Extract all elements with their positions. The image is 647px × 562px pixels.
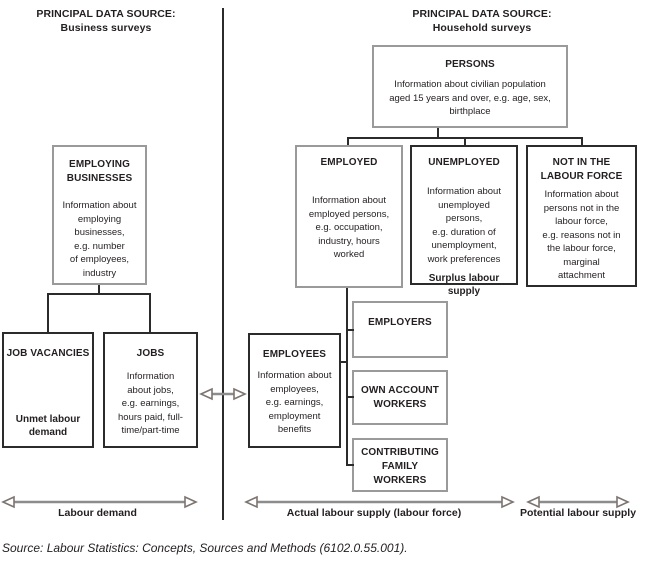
box-unemployed: UNEMPLOYED Information about unemployed … <box>410 145 518 297</box>
label-actual-labour-supply: Actual labour supply (labour force) <box>286 507 462 519</box>
box-employed: EMPLOYED Information about employed pers… <box>295 145 403 288</box>
box-employees: EMPLOYEES Information about employees, e… <box>248 333 341 448</box>
column-divider-line <box>222 8 224 520</box>
box-body: Information about employing businesses, … <box>62 200 137 279</box>
box-body: Information about employees, e.g. earnin… <box>257 370 332 435</box>
box-title: PERSONS <box>445 59 495 70</box>
box-persons: PERSONS Information about civilian popul… <box>372 45 568 128</box>
box-body: Information about civilian population ag… <box>389 79 551 117</box>
box-title: EMPLOYED <box>320 157 378 168</box>
labour-demand-arrow <box>1 495 198 509</box>
connector-line <box>346 329 354 331</box>
box-title: UNEMPLOYED <box>428 157 500 168</box>
box-job-vacancies: JOB VACANCIES Unmet labour demand <box>2 332 94 448</box>
connector-line <box>47 293 49 332</box>
box-title: JOB VACANCIES <box>6 348 90 359</box>
header-line: PRINCIPAL DATA SOURCE: <box>412 8 552 20</box>
box-jobs: JOBS Information about jobs, e.g. earnin… <box>103 332 198 448</box>
label-labour-demand: Labour demand <box>58 507 137 519</box>
connector-line <box>346 464 354 466</box>
box-title: JOBS <box>136 348 165 359</box>
box-body: Information about employed persons, e.g.… <box>308 195 390 260</box>
connector-line <box>464 137 466 145</box>
box-employing-businesses: EMPLOYING BUSINESSES Information about e… <box>52 145 147 285</box>
box-footer: Surplus labour supply <box>428 273 500 297</box>
box-title: OWN ACCOUNT WORKERS <box>361 385 439 410</box>
box-title: EMPLOYING BUSINESSES <box>66 159 133 184</box>
box-contributing-family-workers: CONTRIBUTING FAMILY WORKERS <box>352 438 448 492</box>
box-body: Information about persons not in the lab… <box>542 189 621 281</box>
connector-line <box>47 293 151 295</box>
box-footer: Unmet labour demand <box>15 414 81 438</box>
potential-labour-supply-arrow <box>526 495 630 509</box>
box-own-account-workers: OWN ACCOUNT WORKERS <box>352 370 448 425</box>
label-potential-labour-supply: Potential labour supply <box>519 507 637 519</box>
connector-line <box>149 293 151 332</box>
connector-line <box>339 361 348 363</box>
actual-labour-supply-arrow <box>244 495 515 509</box>
box-title: EMPLOYEES <box>262 349 327 360</box>
connector-line <box>98 285 100 294</box>
connector-line <box>346 288 348 466</box>
box-employers: EMPLOYERS <box>352 301 448 358</box>
header-line: Business surveys <box>60 22 152 34</box>
box-body: Information about unemployed persons, e.… <box>427 186 501 265</box>
connector-line <box>437 128 439 138</box>
connector-line <box>347 137 349 145</box>
header-household-surveys: PRINCIPAL DATA SOURCE: Household surveys <box>400 7 564 35</box>
box-body: Information about jobs, e.g. earnings, h… <box>118 371 183 436</box>
box-title: NOT IN THE LABOUR FORCE <box>540 157 623 182</box>
box-title: CONTRIBUTING FAMILY WORKERS <box>361 447 439 486</box>
source-note: Source: Labour Statistics: Concepts, Sou… <box>2 541 408 555</box>
connector-line <box>346 396 354 398</box>
header-business-surveys: PRINCIPAL DATA SOURCE: Business surveys <box>25 7 187 35</box>
header-line: PRINCIPAL DATA SOURCE: <box>36 8 176 20</box>
header-line: Household surveys <box>432 22 532 34</box>
box-not-in-labour-force: NOT IN THE LABOUR FORCE Information abou… <box>526 145 637 287</box>
connector-line <box>581 137 583 145</box>
box-title: EMPLOYERS <box>368 317 432 328</box>
